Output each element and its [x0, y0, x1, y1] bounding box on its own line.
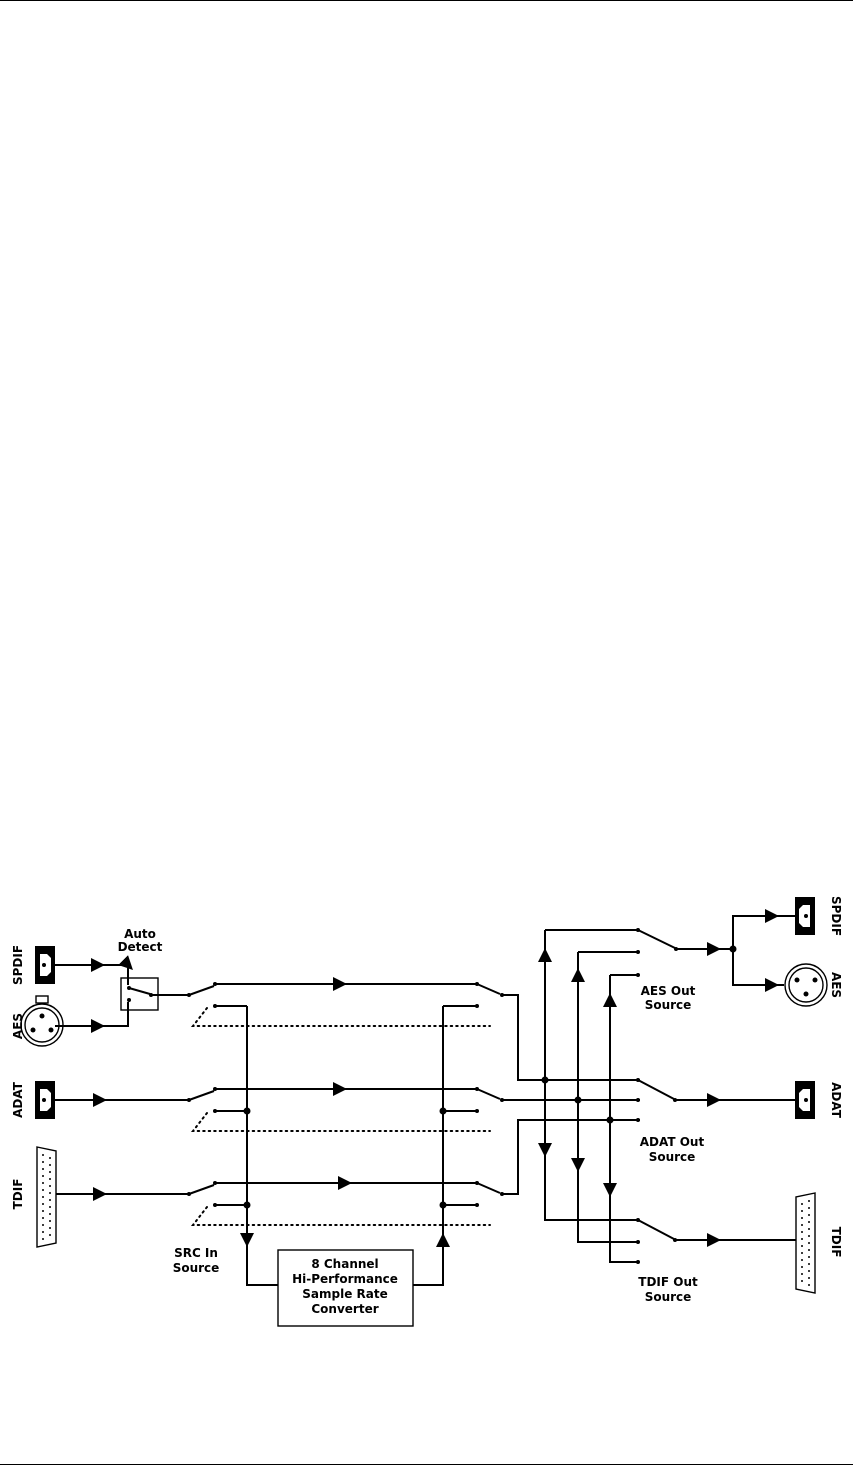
adat-out-source-label-line2: Source: [649, 1150, 696, 1164]
auto-detect-label-line1: Auto: [124, 927, 156, 941]
adat-output-connector-icon: [795, 1081, 815, 1119]
src-in-source-label-line2: Source: [173, 1261, 220, 1275]
tdif-input-db25-icon: [36, 1146, 57, 1248]
spdif-output-connector-icon: [795, 897, 815, 935]
src-in-switches: [187, 977, 491, 1226]
tdif-out-source-switch: [636, 1218, 796, 1264]
aes-out-source-switch: [636, 909, 795, 992]
input-label-adat: ADAT: [11, 1081, 25, 1118]
aes-input-xlr-icon: [20, 995, 64, 1047]
output-label-spdif: SPDIF: [829, 896, 843, 936]
adat-input-connector-icon: [35, 1081, 55, 1119]
converter-label-line4: Converter: [311, 1302, 378, 1316]
auto-detect-switch: [55, 955, 188, 1027]
aes-output-xlr-icon: [784, 963, 828, 1007]
adat-out-source-switch: [636, 1078, 795, 1122]
input-label-tdif: TDIF: [11, 1179, 25, 1210]
adat-out-source-label-line1: ADAT Out: [640, 1135, 705, 1149]
header-rule: [0, 0, 853, 1]
src-in-source-label-line1: SRC In: [174, 1246, 218, 1260]
converter-label-line3: Sample Rate: [302, 1287, 387, 1301]
output-label-aes: AES: [829, 972, 843, 998]
tdif-out-source-label-line1: TDIF Out: [638, 1275, 698, 1289]
auto-detect-label-line2: Detect: [118, 940, 163, 954]
tdif-out-source-label-line2: Source: [645, 1290, 692, 1304]
converter-label-line2: Hi-Performance: [292, 1272, 398, 1286]
footer-rule: [0, 1464, 853, 1465]
input-label-spdif: SPDIF: [11, 945, 25, 985]
output-label-tdif: TDIF: [829, 1227, 843, 1258]
converter-label-line1: 8 Channel: [311, 1257, 378, 1271]
output-label-adat: ADAT: [829, 1082, 843, 1119]
sample-rate-converter-box: 8 Channel Hi-Performance Sample Rate Con…: [277, 1249, 414, 1327]
aes-out-source-label-line2: Source: [645, 998, 692, 1012]
spdif-input-connector-icon: [35, 946, 55, 984]
aes-out-source-label-line1: AES Out: [641, 984, 696, 998]
input-label-aes: AES: [11, 1013, 25, 1039]
tdif-output-db25-icon: [795, 1192, 816, 1294]
